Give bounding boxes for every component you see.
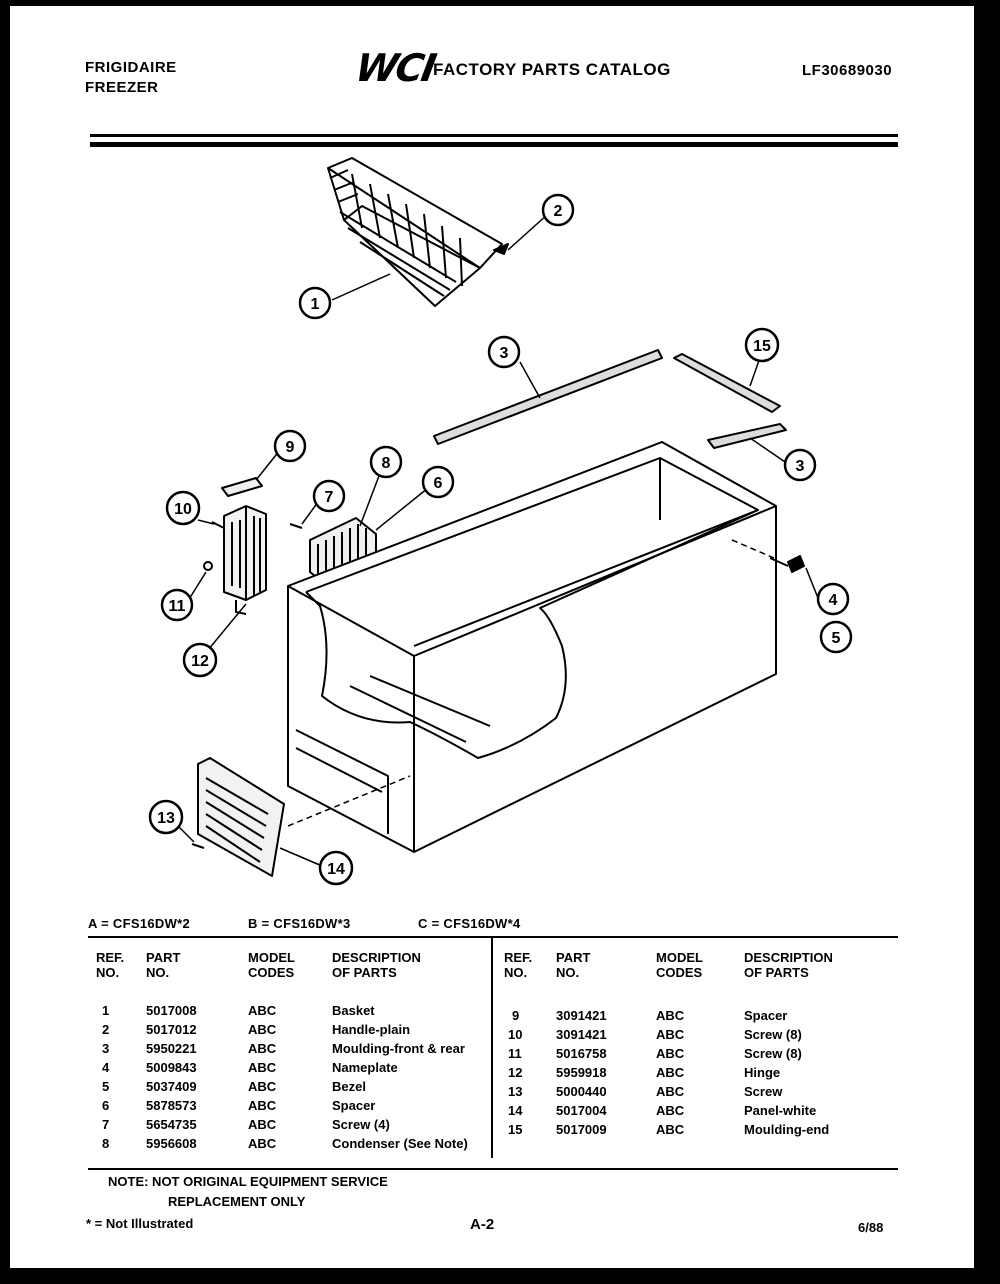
header-ref-no: REF.NO. [96,950,125,980]
svg-text:5: 5 [832,630,841,647]
hinge-spacer-illustration [203,561,213,571]
header-rule-thin [90,134,898,137]
callout-12: 12 [182,642,218,678]
table-bottom-rule [88,1168,898,1170]
callout-15: 15 [744,327,780,363]
table-column-divider [491,938,493,1158]
grille-panel-illustration [197,757,285,877]
svg-text:3: 3 [500,345,509,362]
callout-5: 5 [819,620,853,654]
svg-text:15: 15 [753,338,771,355]
page-number: A-2 [470,1216,495,1233]
svg-text:10: 10 [174,501,192,518]
callout-4: 4 [816,582,850,616]
grille-screw-illustration [191,843,205,849]
note-line-2: REPLACEMENT ONLY [168,1194,306,1209]
leader-lines [175,213,819,867]
not-illustrated-legend: * = Not Illustrated [86,1216,194,1231]
callout-11: 11 [160,588,194,622]
model-legend-c: C = CFS16DW*4 [418,916,521,931]
revision-date: 6/88 [858,1220,884,1235]
callout-9: 9 [273,429,307,463]
svg-text:12: 12 [191,653,209,670]
svg-text:11: 11 [169,598,186,615]
freezer-cabinet-illustration [287,441,805,853]
hinge-illustration [223,505,267,615]
note-line-1: NOTE: NOT ORIGINAL EQUIPMENT SERVICE [108,1174,388,1189]
svg-text:7: 7 [325,489,334,506]
table-top-rule [88,936,898,938]
svg-text:3: 3 [796,458,805,475]
svg-text:4: 4 [829,592,838,609]
callout-3-rear: 3 [783,448,817,482]
callout-6: 6 [421,465,455,499]
callout-2: 2 [541,193,575,227]
svg-text:13: 13 [157,810,175,827]
svg-text:14: 14 [327,861,345,878]
catalog-title: FACTORY PARTS CATALOG [433,60,671,79]
nameplate-illustration [221,477,263,497]
brand-block: FRIGIDAIRE FREEZER [85,58,177,98]
callout-7: 7 [312,479,346,513]
header-ref-no-right: REF.NO. [504,950,533,980]
callout-10: 10 [165,490,201,526]
basket-illustration [327,157,509,307]
document-number: LF30689030 [802,62,893,79]
svg-text:2: 2 [554,203,563,220]
svg-text:1: 1 [311,296,320,313]
moulding-front-rear-illustration [433,349,787,449]
callout-3-front: 3 [487,335,521,369]
header-rule-thick [90,142,898,147]
callout-13: 13 [148,799,184,835]
callout-14: 14 [318,850,354,886]
product-type: FREEZER [85,79,159,96]
callout-1: 1 [298,286,332,320]
model-legend-b: B = CFS16DW*3 [248,916,351,931]
model-legend-a: A = CFS16DW*2 [88,916,191,931]
hinge-screw-illustration [211,521,225,529]
svg-text:9: 9 [286,439,295,456]
callout-group: 1 2 3 15 3 9 8 6 7 10 11 12 4 5 13 14 [148,193,853,886]
svg-text:8: 8 [382,455,391,472]
brand-name: FRIGIDAIRE [85,59,177,76]
svg-text:6: 6 [434,475,443,492]
condenser-screw-illustration [289,523,303,529]
exploded-parts-diagram: 1 2 3 15 3 9 8 6 7 10 11 12 4 5 13 14 [148,157,853,886]
callout-8: 8 [369,445,403,479]
moulding-end-illustration [673,353,781,413]
catalog-page: FRIGIDAIRE FREEZER WCI FACTORY PARTS CAT… [10,6,974,1268]
